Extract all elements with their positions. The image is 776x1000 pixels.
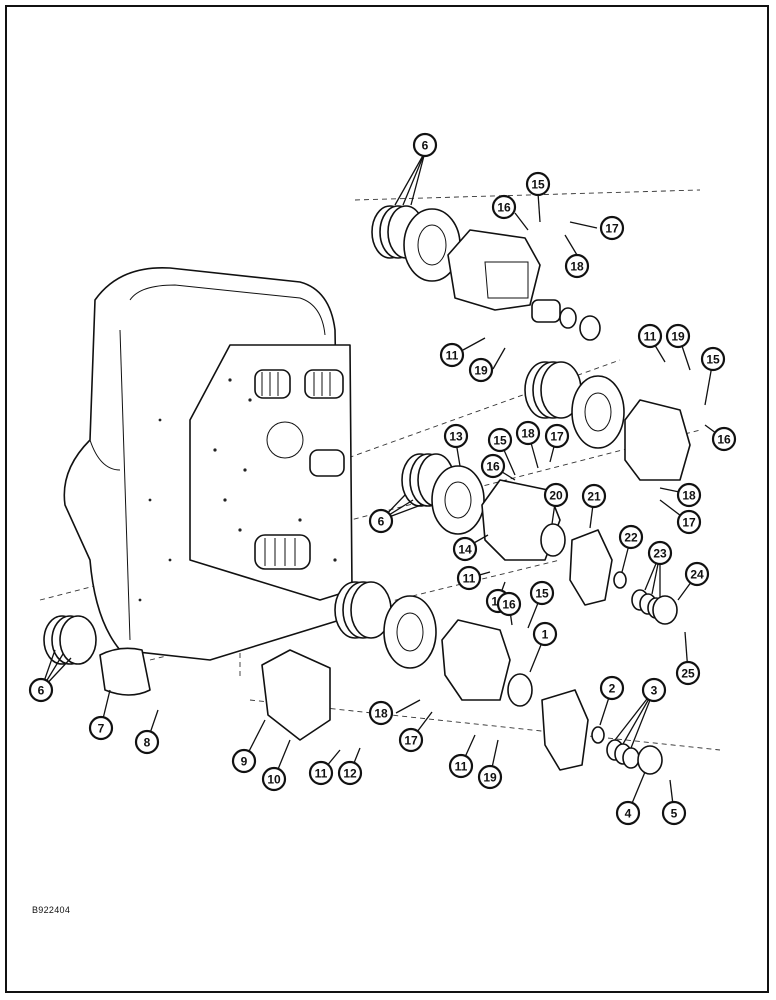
callout-label: 12	[343, 767, 357, 781]
callout-label: 17	[550, 430, 564, 444]
callout-label: 21	[587, 490, 601, 504]
callout-17: 17	[398, 727, 424, 753]
callout-label: 18	[570, 260, 584, 274]
callout-label: 2	[609, 682, 616, 696]
callout-label: 16	[497, 201, 511, 215]
callout-label: 15	[706, 353, 720, 367]
callout-label: 19	[474, 364, 488, 378]
callout-18: 18	[564, 253, 590, 279]
callout-label: 14	[458, 543, 472, 557]
callout-label: 22	[624, 531, 638, 545]
output-shafts	[254, 369, 345, 570]
callout-5: 5	[661, 800, 687, 826]
figure-id: B922404	[32, 905, 71, 915]
callout-label: 16	[502, 598, 516, 612]
callout-label: 15	[535, 587, 549, 601]
callout-24: 24	[684, 561, 710, 587]
callout-17: 17	[676, 509, 702, 535]
callout-label: 13	[449, 430, 463, 444]
callout-label: 11	[463, 572, 476, 586]
callout-label: 5	[671, 807, 678, 821]
callout-15: 15	[525, 171, 551, 197]
callout-6: 6	[28, 677, 54, 703]
callout-label: 16	[717, 433, 731, 447]
callout-label: 23	[653, 547, 667, 561]
callout-label: 6	[422, 139, 429, 153]
callout-label: 17	[682, 516, 696, 530]
callout-12: 12	[337, 760, 363, 786]
callout-22: 22	[618, 524, 644, 550]
transmission-housing	[63, 266, 353, 661]
callout-15: 15	[529, 580, 555, 606]
callout-17: 17	[544, 423, 570, 449]
callout-25: 25	[675, 660, 701, 686]
callout-label: 24	[690, 568, 704, 582]
callout-15: 15	[700, 346, 726, 372]
callout-14: 14	[452, 536, 478, 562]
callout-11: 11	[439, 342, 465, 368]
callout-label: 9	[241, 755, 248, 769]
callout-label: 17	[605, 222, 619, 236]
callout-label: 16	[486, 460, 500, 474]
callout-label: 18	[682, 489, 696, 503]
callout-13: 13	[443, 423, 469, 449]
callout-label: 11	[446, 349, 459, 363]
callout-10: 10	[261, 766, 287, 792]
callout-17: 17	[599, 215, 625, 241]
callout-11: 11	[456, 565, 482, 591]
callout-21: 21	[581, 483, 607, 509]
seals-bearings-covers	[507, 299, 678, 775]
callout-18: 18	[676, 482, 702, 508]
callout-label: 18	[521, 427, 535, 441]
callout-label: 20	[549, 489, 563, 503]
callout-label: 25	[681, 667, 695, 681]
callout-23: 23	[647, 540, 673, 566]
callout-16: 16	[491, 194, 517, 220]
callout-11: 11	[637, 323, 663, 349]
callout-9: 9	[231, 748, 257, 774]
gaskets	[383, 208, 625, 669]
callout-label: 1	[542, 628, 549, 642]
callout-4: 4	[615, 800, 641, 826]
callout-label: 6	[38, 684, 45, 698]
callout-label: 11	[315, 767, 328, 781]
pump-housings	[99, 229, 691, 741]
callout-label: 15	[531, 178, 545, 192]
callout-label: 10	[267, 773, 281, 787]
callout-2: 2	[599, 675, 625, 701]
callout-19: 19	[477, 764, 503, 790]
callout-18: 18	[515, 420, 541, 446]
callout-16: 16	[711, 426, 737, 452]
callout-7: 7	[88, 715, 114, 741]
callout-label: 19	[671, 330, 685, 344]
callout-label: 7	[98, 722, 105, 736]
callout-8: 8	[134, 729, 160, 755]
callout-6: 6	[368, 508, 394, 534]
callout-3: 3	[641, 677, 667, 703]
callout-19: 19	[468, 357, 494, 383]
callout-1: 1	[532, 621, 558, 647]
callout-15: 15	[487, 427, 513, 453]
callout-label: 6	[378, 515, 385, 529]
callout-label: 3	[651, 684, 658, 698]
callout-19: 19	[665, 323, 691, 349]
callout-label: 19	[483, 771, 497, 785]
callout-16: 16	[480, 453, 506, 479]
callout-18: 18	[368, 700, 394, 726]
callout-20: 20	[543, 482, 569, 508]
callout-label: 11	[455, 760, 468, 774]
callout-label: 11	[644, 330, 657, 344]
callout-label: 8	[144, 736, 151, 750]
callout-label: 18	[374, 707, 388, 721]
callout-label: 4	[625, 807, 632, 821]
callout-11: 11	[308, 760, 334, 786]
callout-11: 11	[448, 753, 474, 779]
callout-label: 15	[493, 434, 507, 448]
callout-6: 6	[412, 132, 438, 158]
callout-16: 16	[496, 591, 522, 617]
callout-label: 17	[404, 734, 418, 748]
